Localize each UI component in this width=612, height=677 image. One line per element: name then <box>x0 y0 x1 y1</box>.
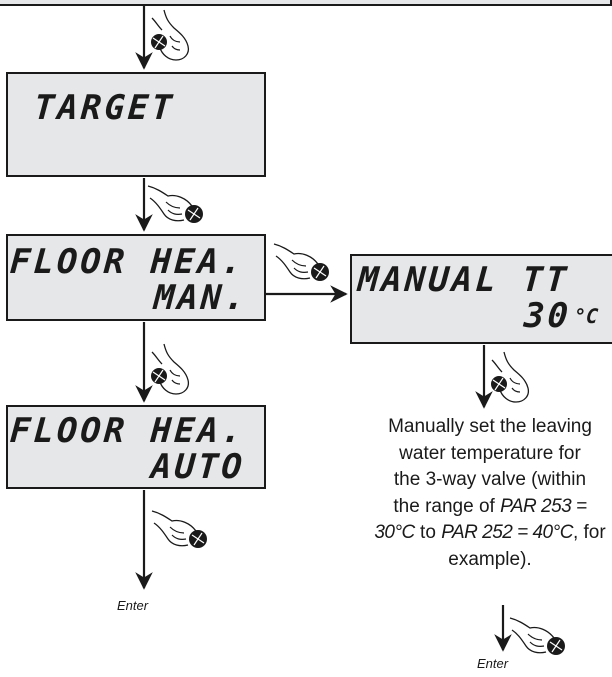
instruction-line: 30°C to PAR 252 = 40°C, for <box>350 520 612 547</box>
target-display: TARGET <box>6 72 266 177</box>
instruction-line: Manually set the leaving <box>388 416 592 437</box>
knob-push-icon <box>273 243 330 282</box>
knob-turn-icon <box>150 343 190 395</box>
instruction-line: the 3-way valve (within <box>393 469 587 490</box>
knob-push-icon <box>147 185 204 224</box>
knob-turn-icon <box>150 9 190 61</box>
param-253-code: PAR 253 = <box>500 495 587 517</box>
range-suffix: , for <box>572 522 606 543</box>
instruction-text: Manually set the leaving water temperatu… <box>350 414 612 573</box>
param-253-value: 30°C <box>374 522 415 543</box>
top-display-box <box>0 0 612 6</box>
range-joiner: to <box>414 522 442 543</box>
knob-push-icon <box>151 510 208 549</box>
floor-heating-manual-display: FLOOR HEA. MAN. <box>6 234 266 321</box>
floor-heating-auto-display: FLOOR HEA. AUTO <box>6 405 266 489</box>
knob-push-icon <box>509 617 566 656</box>
instruction-line: example). <box>448 548 532 570</box>
range-prefix: the range of <box>393 495 501 517</box>
instruction-line: the range of PAR 253 = <box>350 494 612 521</box>
manual-target-temp-display: MANUAL TT 30 °C <box>350 254 612 344</box>
enter-label-left: Enter <box>117 598 149 613</box>
param-252-code: PAR 252 = 40°C <box>441 522 573 543</box>
instruction-line: water temperature for <box>399 442 581 464</box>
knob-turn-icon <box>490 351 530 403</box>
enter-label-right: Enter <box>477 656 509 671</box>
